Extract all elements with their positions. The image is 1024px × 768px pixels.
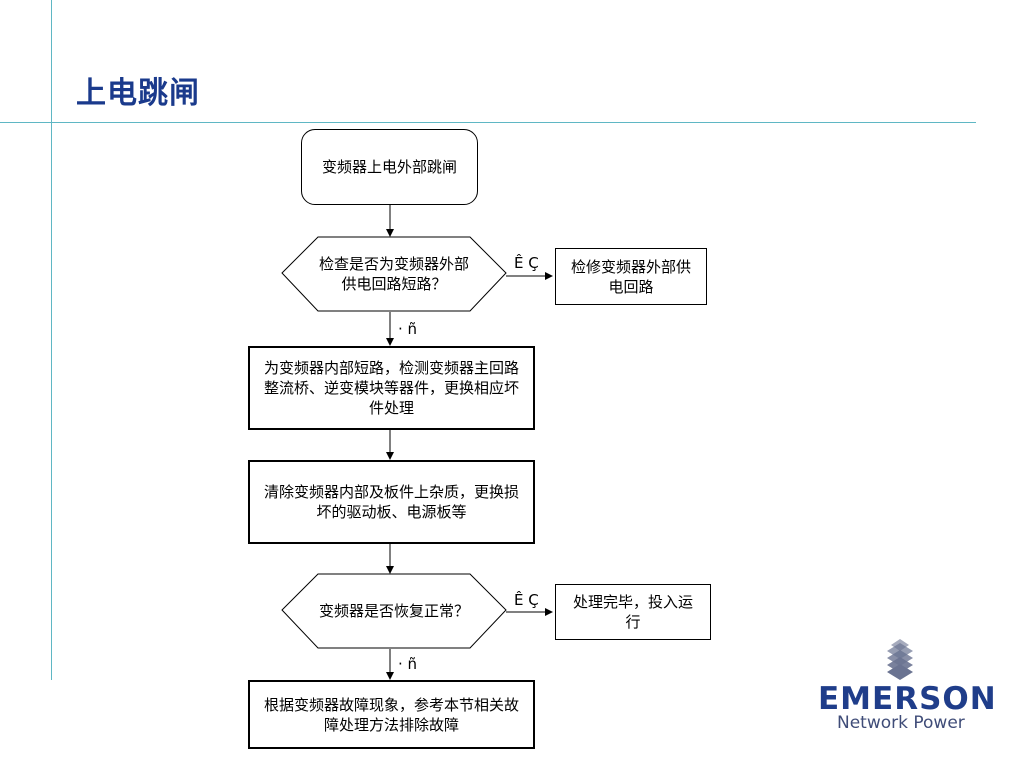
flow-step2-box: 清除变频器内部及板件上杂质，更换损坏的驱动板、电源板等	[248, 460, 535, 544]
decision1-yes-action-text: 检修变频器外部供电回路	[570, 257, 691, 296]
decision2-shape	[281, 573, 507, 649]
decision2-yes-label: Ê Ç	[514, 591, 539, 609]
flow-end-text: 根据变频器故障现象，参考本节相关故障处理方法排除故障	[264, 695, 520, 734]
flow-start-text: 变频器上电外部跳闸	[321, 158, 457, 176]
flow-step1-box: 为变频器内部短路，检测变频器主回路整流桥、逆变模块等器件，更换相应坏件处理	[248, 346, 535, 430]
vertical-rule	[51, 0, 52, 680]
decision2-no-label: · ñ	[398, 655, 418, 673]
decision2-yes-action-box: 处理完毕，投入运行	[555, 584, 711, 640]
decision1-yes-label: Ê Ç	[514, 254, 539, 272]
slide-title: 上电跳闸	[76, 76, 200, 111]
flow-start-box: 变频器上电外部跳闸	[301, 129, 478, 205]
horizontal-rule	[0, 122, 976, 123]
flow-end-box: 根据变频器故障现象，参考本节相关故障处理方法排除故障	[248, 680, 535, 749]
decision1-text: 检查是否为变频器外部供电回路短路？	[318, 255, 469, 293]
emerson-logo-icon	[887, 639, 913, 680]
decision2-yes-action-text: 处理完毕，投入运行	[572, 593, 693, 631]
flow-step2-text: 清除变频器内部及板件上杂质，更换损坏的驱动板、电源板等	[264, 483, 520, 521]
logo-tagline: Network Power	[837, 713, 965, 733]
decision1-shape	[281, 236, 507, 312]
decision2-text: 变频器是否恢复正常？	[318, 602, 469, 620]
logo-brand: EMERSON	[818, 681, 997, 717]
flow-step1-text: 为变频器内部短路，检测变频器主回路整流桥、逆变模块等器件，更换相应坏件处理	[264, 359, 520, 417]
decision1-yes-action-box: 检修变频器外部供电回路	[555, 248, 707, 305]
decision1-no-label: · ñ	[398, 320, 418, 338]
